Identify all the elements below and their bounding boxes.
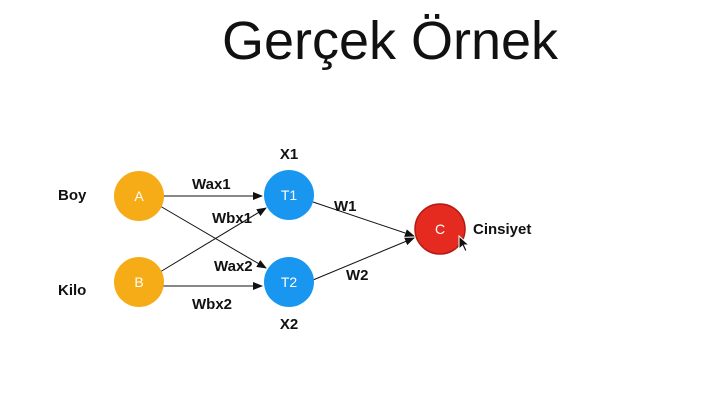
node-t1: T1 xyxy=(264,170,314,220)
node-b: B xyxy=(114,257,164,307)
weight-wbx1: Wbx1 xyxy=(212,210,252,227)
edge-t1-c xyxy=(312,201,415,237)
edge-b-t1 xyxy=(159,207,267,273)
weight-wbx2: Wbx2 xyxy=(192,296,232,313)
node-b-circle xyxy=(114,257,164,307)
node-b-label: B xyxy=(134,274,143,290)
node-t2: T2 xyxy=(264,257,314,307)
edge-t2-c xyxy=(312,237,415,281)
weight-wax1: Wax1 xyxy=(192,176,231,193)
label-kilo: Kilo xyxy=(58,282,86,299)
weight-w2: W2 xyxy=(346,267,369,284)
node-a: A xyxy=(114,171,164,221)
weight-wax2: Wax2 xyxy=(214,258,253,275)
node-t1-label: T1 xyxy=(281,187,298,203)
label-cinsiyet: Cinsiyet xyxy=(473,221,531,238)
node-a-label: A xyxy=(134,188,144,204)
node-t2-label: T2 xyxy=(281,274,298,290)
page-title: Gerçek Örnek xyxy=(221,11,559,71)
node-a-circle xyxy=(114,171,164,221)
node-c: C xyxy=(414,203,466,255)
label-x1: X1 xyxy=(280,146,298,163)
mouse-pointer-icon xyxy=(458,234,471,253)
node-t1-circle xyxy=(264,170,314,220)
label-boy: Boy xyxy=(58,187,87,204)
weight-w1: W1 xyxy=(334,198,357,215)
node-t2-circle xyxy=(264,257,314,307)
label-x2: X2 xyxy=(280,316,298,333)
node-c-circle xyxy=(414,203,466,255)
edge-a-t2 xyxy=(159,205,267,269)
node-c-label: C xyxy=(435,221,445,237)
